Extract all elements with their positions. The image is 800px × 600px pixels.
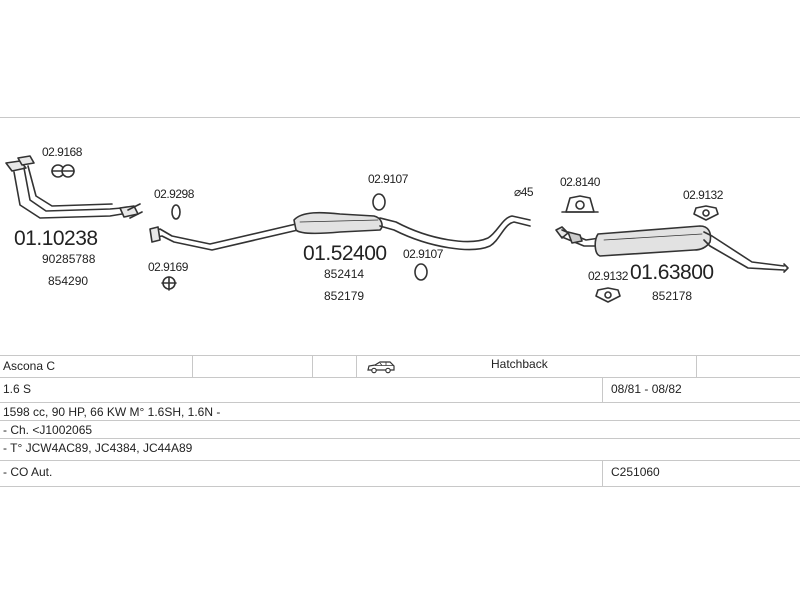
hatchback-car-icon <box>367 361 395 374</box>
co-cell: - CO Aut. <box>3 465 53 479</box>
middle-silencer <box>293 211 383 235</box>
intermediate-pipe <box>149 223 299 251</box>
ref-downpipe-alt: 854290 <box>48 274 89 288</box>
part-label-gasket: 02.9298 <box>154 187 194 201</box>
ref-rear-silencer: 852178 <box>652 289 693 303</box>
clamp-02-9168-part <box>51 164 75 178</box>
years-cell: 08/81 - 08/82 <box>611 382 682 396</box>
rear-silencer <box>594 225 712 257</box>
model-cell: Ascona C <box>3 359 56 373</box>
co-code-cell: C251060 <box>611 465 660 479</box>
part-label-ring-bottom: 02.9107 <box>403 247 443 261</box>
type-codes-cell: - T° JCW4AC89, JC4384, JC44A89 <box>3 441 193 455</box>
hanger-02-9132-bottom-part <box>595 287 621 303</box>
exhaust-system-diagram <box>5 155 789 303</box>
pipe-diameter-label: ⌀45 <box>514 185 534 199</box>
part-label-clamp-b: 02.9169 <box>148 260 188 274</box>
clamp-02-9169-part <box>161 276 177 291</box>
ref-middle-silencer-1: 852414 <box>324 267 365 281</box>
ref-middle-silencer-2: 852179 <box>324 289 365 303</box>
part-label-downpipe: 01.10238 <box>14 227 98 250</box>
chassis-cell: - Ch. <J1002065 <box>3 423 93 437</box>
ring-02-9107-top-part <box>372 193 386 211</box>
tailpipe <box>703 231 789 273</box>
part-label-middle-silencer: 01.52400 <box>303 242 387 265</box>
ref-downpipe-oe: 90285788 <box>42 252 96 266</box>
gasket-02-9298-part <box>171 204 181 220</box>
part-label-clamp: 02.9168 <box>42 145 82 159</box>
part-label-hanger: 02.8140 <box>560 175 600 189</box>
part-label-ring-top: 02.9107 <box>368 172 408 186</box>
hanger-02-9132-top-part <box>693 205 719 221</box>
part-label-hanger-top: 02.9132 <box>683 188 723 202</box>
engine-cell: 1.6 S <box>3 382 32 396</box>
body-type-cell: Hatchback <box>491 357 548 371</box>
front-downpipe <box>5 155 139 219</box>
rear-connecting-pipe <box>379 215 531 251</box>
top-divider <box>0 117 800 118</box>
spec-cell: 1598 cc, 90 HP, 66 KW M° 1.6SH, 1.6N - <box>3 405 221 419</box>
ring-02-9107-bottom-part <box>414 263 428 281</box>
joint-gasket <box>127 203 143 219</box>
part-label-hanger-bottom: 02.9132 <box>588 269 628 283</box>
part-label-rear-silencer: 01.63800 <box>630 261 714 284</box>
hanger-02-8140-part <box>561 195 599 213</box>
